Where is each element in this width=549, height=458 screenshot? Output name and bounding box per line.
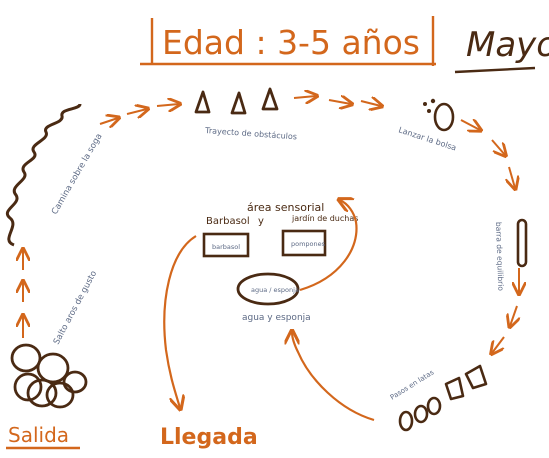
return-arrow	[292, 332, 375, 422]
cones-label: Trayecto de obstáculos	[204, 126, 297, 141]
sensory-right-box-label: pompones	[291, 240, 326, 248]
sensory-right-box	[281, 229, 327, 257]
shoes-cans	[398, 364, 488, 432]
sensory-left-box	[202, 232, 250, 258]
top-arrows-left	[99, 104, 179, 124]
sensory-oval-label: agua / esponja	[251, 286, 299, 294]
sensory-loop-arrow	[299, 200, 358, 292]
start-label: Salida	[8, 423, 69, 447]
sensory-title: área sensorial	[247, 201, 324, 214]
month-underline	[454, 66, 536, 74]
rope-wave	[6, 103, 82, 247]
caterpillar-label: Camina sobre la soga	[50, 132, 105, 217]
age-title: Edad : 3-5 años	[162, 23, 420, 62]
sensory-left-box-label: barbasol	[212, 243, 240, 251]
sensory-oval	[236, 272, 300, 306]
top-arrows-right	[293, 96, 381, 106]
sensory-area: área sensorial Barbasol y jardín de duch…	[202, 201, 358, 323]
ball-bag-icon	[423, 98, 455, 132]
sensory-left-heading: Barbasol	[206, 216, 250, 227]
cones	[194, 87, 279, 115]
sensory-connector: y	[258, 216, 264, 227]
sensory-under-oval: agua y esponja	[242, 313, 311, 323]
start-circles	[10, 343, 88, 409]
finish-label: Llegada	[160, 425, 258, 450]
balance-beam	[516, 218, 528, 268]
finish-arrow	[163, 235, 197, 408]
shoes-cans-label: Pasos en latas	[389, 368, 436, 401]
jump-circles-label: Salto aros de gusto	[52, 269, 99, 346]
right-down-arrows	[460, 120, 519, 353]
title-box: Edad : 3-5 años	[140, 16, 436, 66]
beam-label: barra de equilibrio	[494, 222, 505, 292]
month-title: Mayo	[466, 25, 549, 65]
sensory-right-heading: jardín de duchas	[291, 214, 358, 223]
